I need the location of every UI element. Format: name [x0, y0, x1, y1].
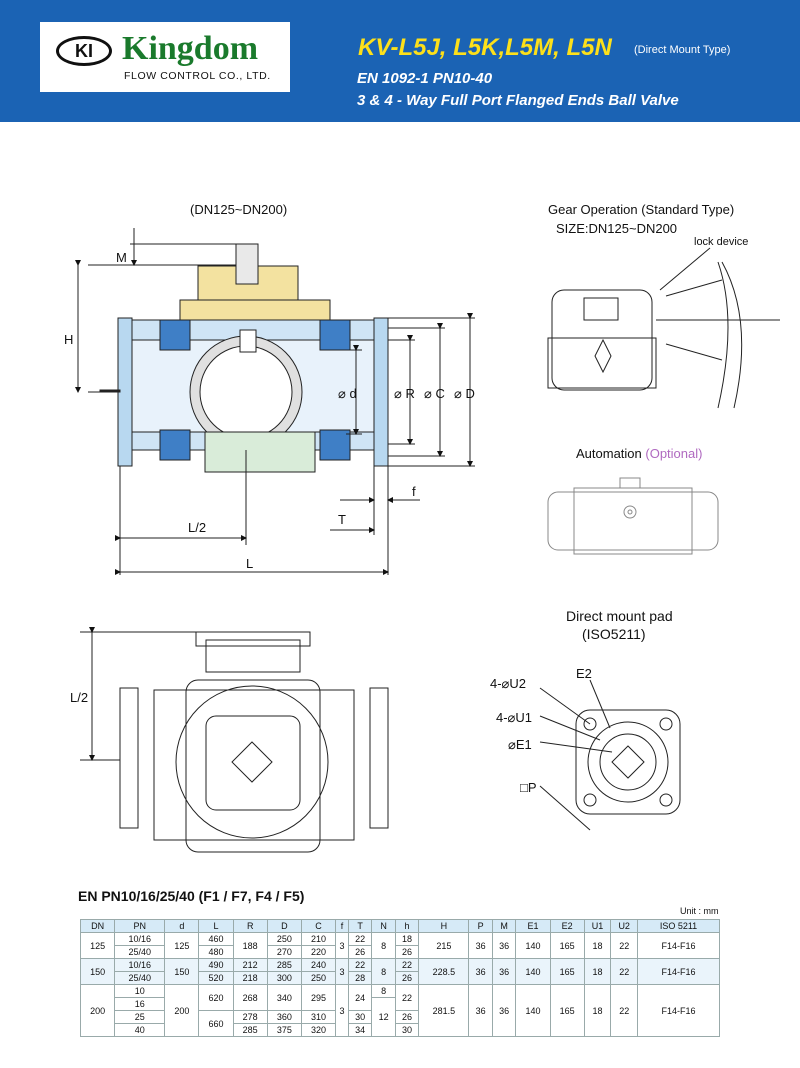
lock-device-label: lock device — [694, 236, 749, 248]
actuator-drawing — [547, 477, 719, 555]
dim-T: T — [338, 512, 346, 527]
pad-E2: E2 — [576, 666, 592, 681]
gear-title: Gear Operation (Standard Type) — [548, 202, 735, 217]
dim-L2: L/2 — [188, 520, 207, 535]
pad-U2: 4-⌀U2 — [490, 676, 527, 691]
dim-R: ⌀ R — [394, 386, 415, 401]
mount-pad-drawing — [539, 679, 681, 831]
optional-label: (Optional) — [645, 446, 703, 461]
size-range-label: (DN125~DN200) — [190, 202, 288, 217]
logo-mark: KI — [56, 36, 112, 66]
section-view — [75, 228, 475, 575]
table-title: EN PN10/16/25/40 (F1 / F7, F4 / F5) — [78, 888, 305, 904]
company-name: Kingdom — [122, 30, 259, 67]
gear-operator — [547, 247, 780, 409]
dim-L2-vertical: L/2 — [70, 690, 89, 705]
dim-d: ⌀ d — [338, 386, 357, 401]
gear-size: SIZE:DN125~DN200 — [556, 221, 678, 236]
pad-U1: 4-⌀U1 — [496, 710, 533, 725]
dim-f: f — [412, 484, 416, 499]
product-description: 3 & 4 - Way Full Port Flanged Ends Ball … — [357, 92, 679, 109]
dim-M: M — [116, 250, 127, 265]
header-banner: KI Kingdom FLOW CONTROL CO., LTD. KV-L5J… — [0, 0, 800, 122]
pad-P: □P — [520, 780, 537, 795]
standard-label: EN 1092-1 PN10-40 — [357, 70, 493, 87]
technical-drawings — [75, 228, 780, 853]
dim-L: L — [246, 556, 254, 571]
dim-D: ⌀ D — [454, 386, 475, 401]
mount-type: (Direct Mount Type) — [634, 44, 731, 56]
automation-label: Automation (Optional) — [576, 446, 703, 461]
dim-C: ⌀ C — [424, 386, 445, 401]
pad-E1: ⌀E1 — [508, 737, 532, 752]
table-unit: Unit : mm — [680, 906, 719, 916]
iso-label: (ISO5211) — [582, 626, 646, 642]
top-view — [80, 627, 389, 853]
company-subtitle: FLOW CONTROL CO., LTD. — [124, 70, 271, 82]
model-title: KV-L5J, L5K,L5M, L5N — [358, 34, 612, 61]
mount-pad-title: Direct mount pad — [566, 608, 673, 624]
dim-H: H — [64, 332, 74, 347]
